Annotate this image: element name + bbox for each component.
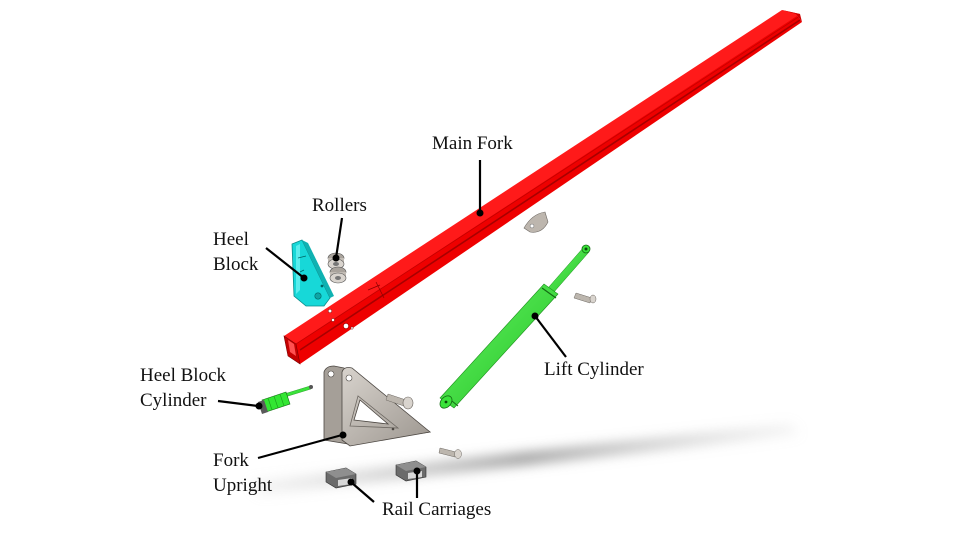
- leader-main-fork: [476, 160, 484, 217]
- label-rollers: Rollers: [312, 195, 367, 216]
- label-heel-block-line2: Block: [213, 254, 259, 275]
- heel-block-cylinder-part: [258, 385, 313, 414]
- label-heel-block-line1: Heel: [213, 229, 249, 250]
- leader-heel-block: [265, 247, 308, 282]
- heel-block-part: [291, 239, 334, 307]
- rail-carriage-part: [395, 460, 427, 482]
- lift-cylinder-part: [439, 244, 591, 409]
- pin-part: [573, 292, 597, 304]
- label-heel-block-cylinder-line1: Heel Block: [140, 365, 227, 386]
- leader-rail-carriage-left: [347, 478, 375, 503]
- pin-part: [438, 447, 462, 459]
- label-rail-carriages: Rail Carriages: [382, 499, 492, 520]
- main-fork-part: [283, 10, 802, 365]
- leader-heel-block-cylinder: [217, 399, 263, 410]
- fork-upright-part: [323, 365, 432, 447]
- label-main-fork: Main Fork: [432, 133, 513, 154]
- leader-rail-carriage-right: [413, 467, 421, 498]
- leader-lift-cylinder: [531, 312, 567, 358]
- leader-lines: [217, 160, 567, 503]
- label-heel-block-cylinder-line2: Cylinder: [140, 390, 207, 411]
- ground-shadow: [250, 424, 800, 494]
- leader-fork-upright: [257, 431, 347, 460]
- label-fork-upright-line1: Fork: [213, 450, 249, 471]
- label-fork-upright-line2: Upright: [213, 475, 273, 496]
- leader-rollers: [332, 217, 344, 262]
- label-lift-cylinder: Lift Cylinder: [544, 359, 644, 380]
